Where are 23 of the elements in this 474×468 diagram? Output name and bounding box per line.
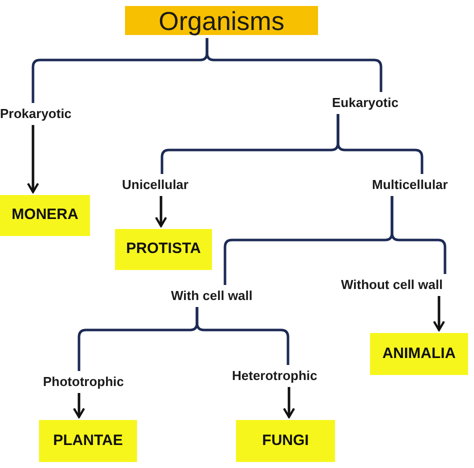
branch-label: Prokaryotic	[0, 106, 72, 122]
branch-label: Unicellular	[122, 177, 188, 193]
bracket-line	[196, 307, 290, 365]
branch-label: With cell wall	[171, 288, 253, 304]
kingdom-box: ANIMALIA	[370, 333, 468, 375]
arrow	[154, 196, 168, 228]
bracket-line	[336, 114, 424, 174]
bracket-line	[206, 38, 382, 92]
arrow	[72, 393, 86, 418]
kingdom-box: PROTISTA	[115, 229, 212, 270]
kingdom-box: MONERA	[0, 195, 90, 236]
arrow	[432, 296, 446, 332]
branch-label: Eukaryotic	[332, 95, 398, 111]
branch-label: Without cell wall	[341, 277, 443, 293]
branch-label: Heterotrophic	[232, 368, 318, 384]
kingdom-box: FUNGI	[236, 420, 335, 462]
bracket-line	[390, 196, 446, 274]
arrow	[26, 125, 40, 194]
kingdom-box: PLANTAE	[39, 420, 137, 462]
branch-label: Phototrophic	[43, 374, 124, 390]
branch-label: Multicellular	[372, 177, 448, 193]
root-box: Organisms	[125, 6, 318, 35]
arrow	[282, 387, 296, 418]
